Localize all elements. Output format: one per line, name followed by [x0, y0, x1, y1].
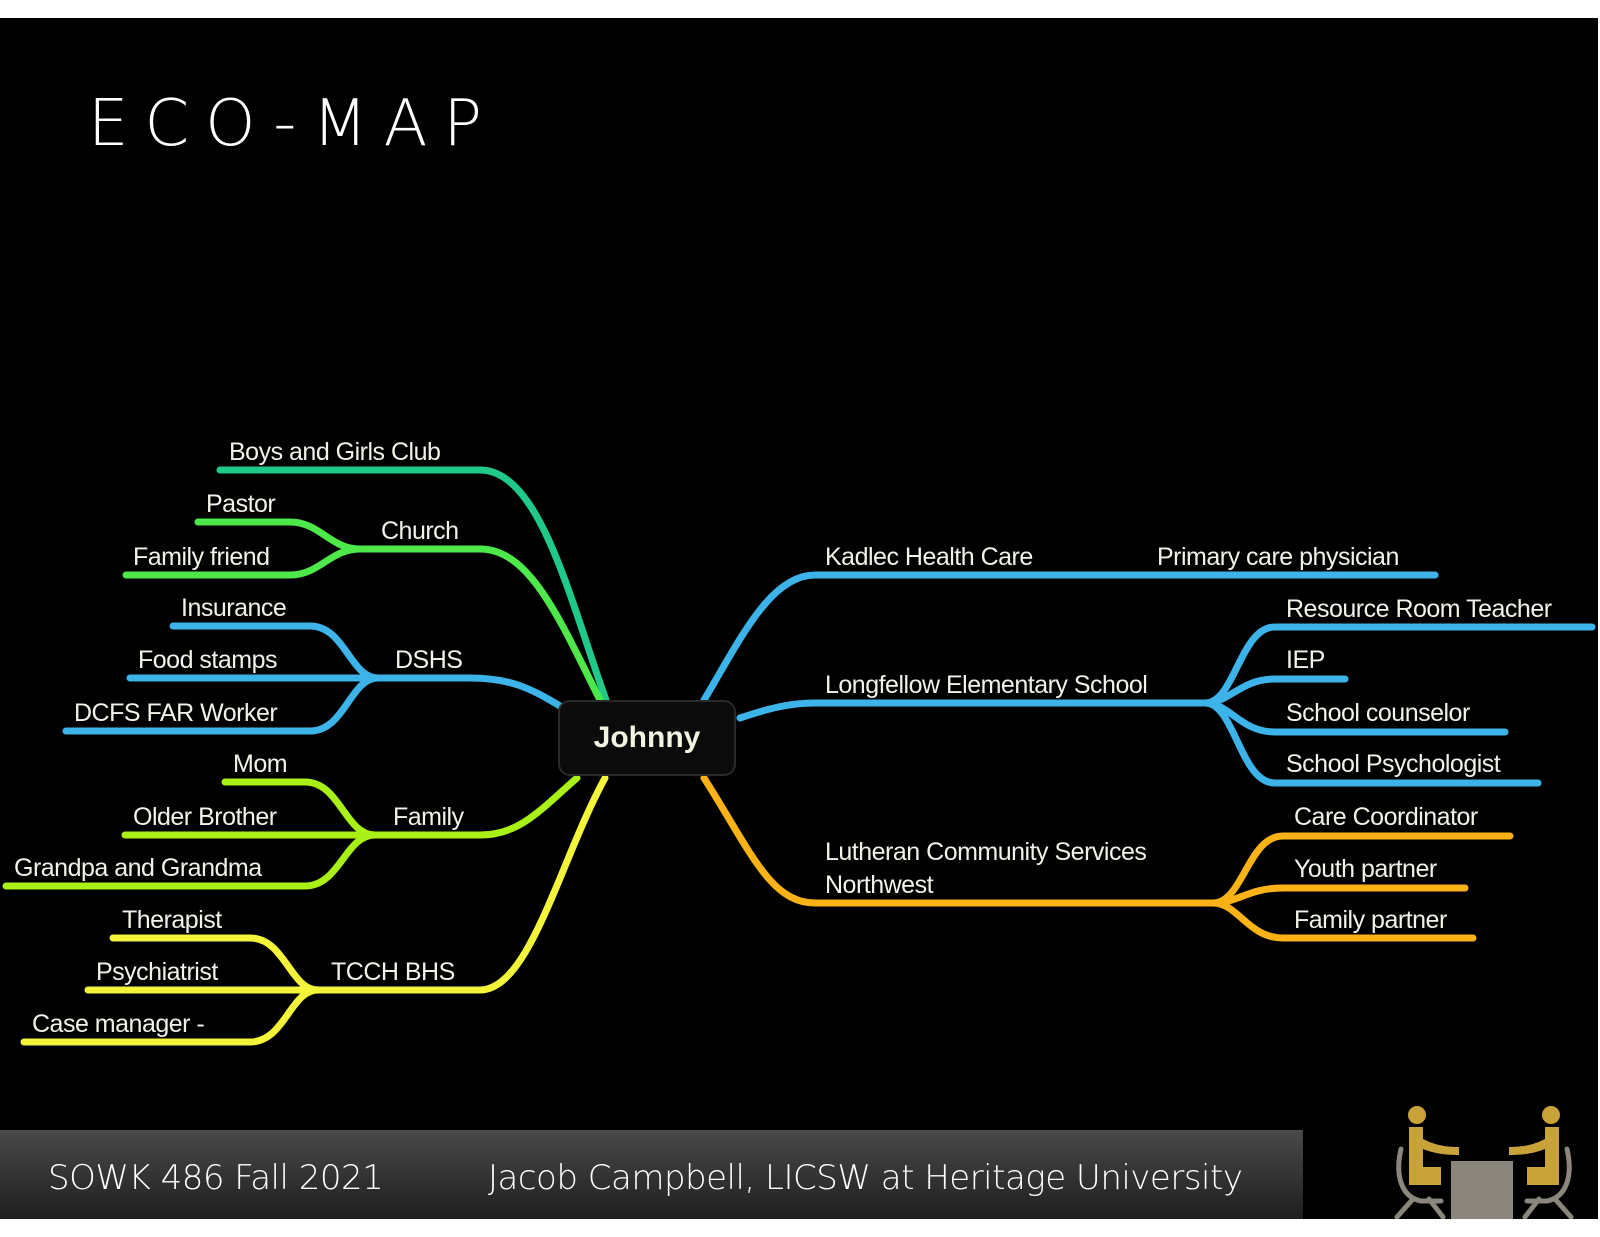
connector-dshs [374, 674, 564, 710]
node-lutheran-line2: Northwest [825, 871, 934, 899]
node-pastor: Pastor [206, 490, 276, 518]
node-school-psychologist: School Psychologist [1286, 750, 1501, 778]
node-dcfs-far-worker: DCFS FAR Worker [74, 699, 278, 727]
connector-dcfs [62, 674, 382, 735]
node-kadlec-health-care: Kadlec Health Care [825, 543, 1033, 571]
node-therapist: Therapist [122, 906, 222, 934]
node-grandpa-and-grandma: Grandpa and Grandma [14, 854, 262, 882]
slide-title: ECO-MAP [88, 87, 498, 161]
footer-bar: SOWK 486 Fall 2021 Jacob Campbell, LICSW… [0, 1130, 1303, 1219]
node-longfellow-elementary-school: Longfellow Elementary School [825, 671, 1148, 699]
node-lutheran-line1: Lutheran Community Services [825, 838, 1147, 866]
node-case-manager: Case manager - [32, 1010, 205, 1038]
node-psychiatrist: Psychiatrist [96, 958, 218, 986]
node-family: Family [393, 803, 464, 831]
connector-case-manager [20, 986, 322, 1046]
node-iep: IEP [1286, 646, 1325, 674]
connector-tcch-bhs [314, 774, 609, 994]
footer-author: Jacob Campbell, LICSW at Heritage Univer… [488, 1158, 1243, 1198]
connector-school-psychologist [1201, 699, 1542, 787]
connector-youth-partner [1209, 884, 1469, 907]
connector-family [371, 774, 581, 839]
two-people-at-table-icon [1394, 1106, 1574, 1219]
center-node-label: Johnny [593, 721, 701, 754]
node-older-brother: Older Brother [133, 803, 277, 831]
connector-church [356, 545, 604, 704]
slide [0, 18, 1598, 1219]
node-family-partner: Family partner [1294, 906, 1447, 934]
node-school-counselor: School counselor [1286, 699, 1470, 727]
connector-lutheran [700, 774, 1217, 907]
connector-boys-and-girls-club [216, 466, 610, 704]
node-dshs: DSHS [395, 646, 463, 674]
node-family-friend: Family friend [133, 543, 270, 571]
node-tcch-bhs: TCCH BHS [331, 958, 455, 986]
center-node-johnny: Johnny [558, 700, 736, 776]
connector-grandpa-grandma [2, 831, 379, 890]
node-mom: Mom [233, 750, 288, 778]
node-insurance: Insurance [181, 594, 287, 622]
node-boys-and-girls-club: Boys and Girls Club [229, 438, 441, 466]
connector-resource-room [1201, 623, 1596, 707]
connector-family-friend [122, 545, 364, 579]
connector-kadlec [700, 571, 1439, 704]
node-food-stamps: Food stamps [138, 646, 278, 674]
connector-longfellow [736, 699, 1209, 722]
node-primary-care-physician: Primary care physician [1157, 543, 1399, 571]
footer-course: SOWK 486 Fall 2021 [48, 1158, 384, 1198]
node-youth-partner: Youth partner [1294, 855, 1437, 883]
node-resource-room-teacher: Resource Room Teacher [1286, 595, 1552, 623]
node-care-coordinator: Care Coordinator [1294, 803, 1478, 831]
node-church: Church [381, 517, 459, 545]
connector-family-partner [1209, 899, 1477, 942]
